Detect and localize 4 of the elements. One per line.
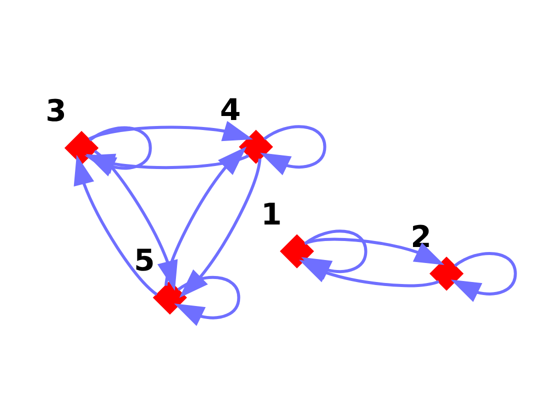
node-label: 1 — [260, 197, 282, 232]
node-label: 5 — [134, 244, 154, 279]
node-label: 4 — [220, 92, 240, 128]
node-label: 3 — [45, 94, 66, 130]
